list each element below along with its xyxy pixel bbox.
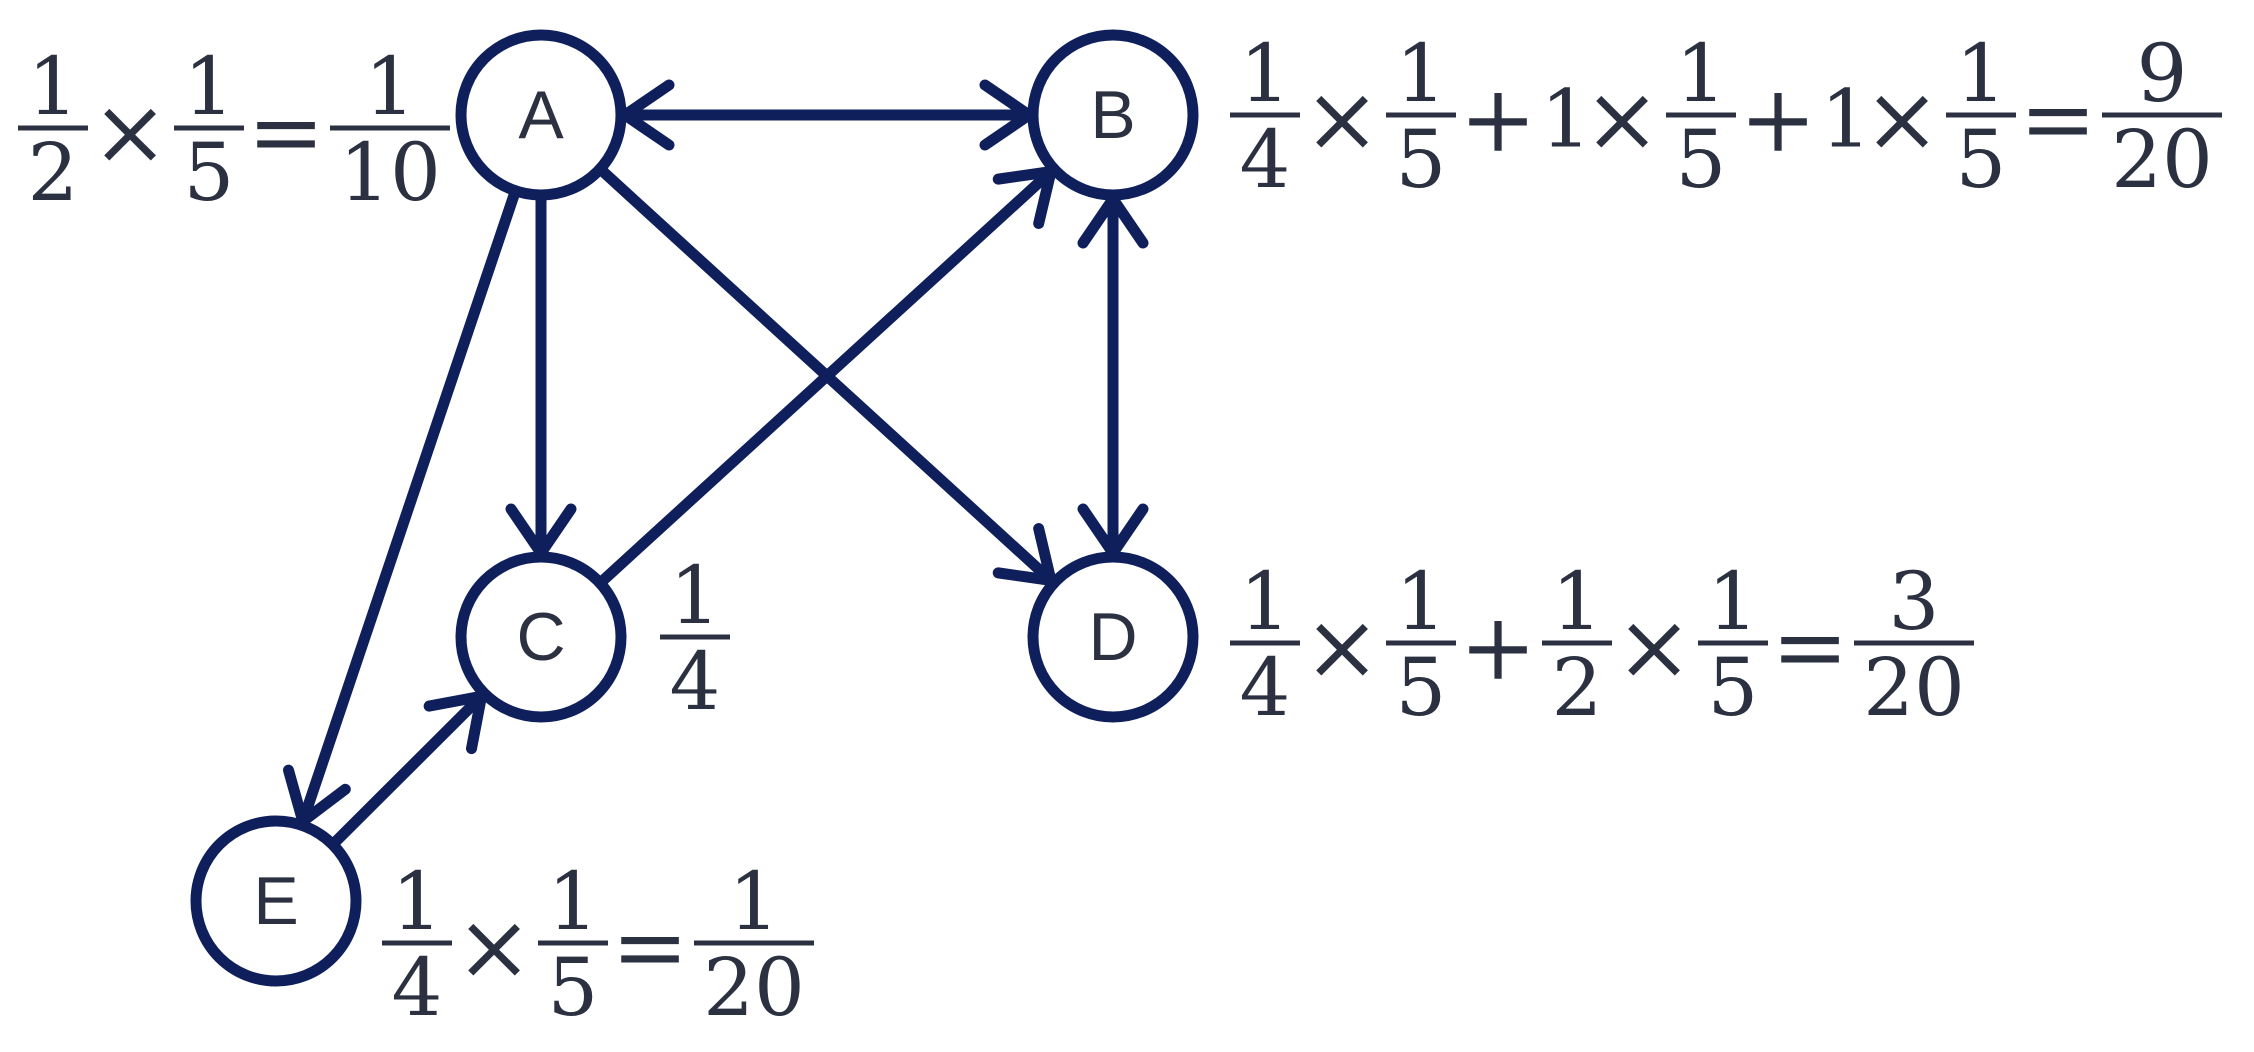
fraction-denominator: 4	[670, 635, 721, 728]
math-number: 1	[1541, 73, 1592, 166]
fraction-numerator: 1	[1708, 555, 1759, 648]
node-circle	[1027, 29, 1199, 201]
fraction-numerator: 1	[1240, 555, 1291, 648]
edge-a-c	[505, 193, 577, 559]
fraction-numerator: 9	[2137, 27, 2188, 120]
fraction-denominator: 5	[1396, 113, 1447, 206]
fraction-denominator: 20	[703, 941, 805, 1034]
fraction-denominator: 5	[548, 941, 599, 1034]
math-operator: =	[1771, 594, 1848, 701]
edge-line	[597, 166, 1057, 586]
math-operator: =	[611, 894, 688, 1001]
fraction-numerator: 1	[1956, 27, 2007, 120]
formula-node-a: 12×15=110	[18, 40, 450, 219]
node-circle	[455, 551, 627, 723]
math-operator: =	[247, 79, 324, 186]
fraction-numerator: 1	[28, 40, 79, 133]
math-operator: ×	[1303, 66, 1380, 173]
fraction-denominator: 4	[392, 941, 443, 1034]
fraction-denominator: 2	[28, 126, 79, 219]
node-circle	[455, 29, 627, 201]
math-operator: ×	[455, 894, 532, 1001]
fraction-numerator: 1	[1240, 27, 1291, 120]
node-d: D	[1027, 551, 1199, 723]
fraction-denominator: 2	[1552, 641, 1603, 734]
fraction-denominator: 4	[1240, 113, 1291, 206]
math-operator: +	[1459, 594, 1536, 701]
node-label: D	[1088, 599, 1137, 675]
edge-e-c	[330, 690, 487, 848]
node-label: C	[516, 599, 565, 675]
fraction-denominator: 4	[1240, 641, 1291, 734]
node-e: E	[190, 815, 362, 987]
edge-line	[297, 189, 520, 827]
formulas-layer: 12×15=11014×15+1×15+1×15=9201414×15+12×1…	[18, 27, 2222, 1034]
node-c: C	[455, 551, 627, 723]
fraction-numerator: 1	[1676, 27, 1727, 120]
fraction-denominator: 5	[1676, 113, 1727, 206]
fraction-numerator: 1	[1552, 555, 1603, 648]
fraction-denominator: 5	[1708, 641, 1759, 734]
fraction-numerator: 1	[548, 855, 599, 948]
math-operator: ×	[1863, 66, 1940, 173]
math-operator: +	[1739, 66, 1816, 173]
math-operator: =	[2019, 66, 2096, 173]
fraction-numerator: 1	[184, 40, 235, 133]
math-operator: ×	[1303, 594, 1380, 701]
fraction-denominator: 20	[2111, 113, 2213, 206]
fraction-numerator: 1	[365, 40, 416, 133]
fraction-denominator: 5	[1396, 641, 1447, 734]
math-operator: ×	[1615, 594, 1692, 701]
fraction-numerator: 1	[729, 855, 780, 948]
node-circle	[1027, 551, 1199, 723]
edge-b-d	[1077, 193, 1149, 559]
formula-node-e: 14×15=120	[382, 855, 814, 1034]
node-label: A	[518, 77, 564, 153]
node-circle	[190, 815, 362, 987]
math-operator: +	[1459, 66, 1536, 173]
nodes-layer: A B C D E	[190, 29, 1199, 987]
formula-node-c: 14	[660, 549, 730, 728]
node-b: B	[1027, 29, 1199, 201]
fraction-denominator: 5	[184, 126, 235, 219]
edge-line	[330, 690, 487, 848]
fraction-numerator: 1	[670, 549, 721, 642]
fraction-denominator: 5	[1956, 113, 2007, 206]
node-label: B	[1090, 77, 1135, 153]
node-label: E	[253, 863, 298, 939]
formula-node-d: 14×15+12×15=320	[1230, 555, 1974, 734]
fraction-numerator: 3	[1889, 555, 1940, 648]
fraction-numerator: 1	[392, 855, 443, 948]
node-a: A	[455, 29, 627, 201]
fraction-denominator: 20	[1863, 641, 1965, 734]
math-number: 1	[1821, 73, 1872, 166]
fraction-denominator: 10	[339, 126, 441, 219]
math-operator: ×	[1583, 66, 1660, 173]
edge-a-b	[619, 79, 1035, 151]
fraction-numerator: 1	[1396, 27, 1447, 120]
math-operator: ×	[91, 79, 168, 186]
formula-node-b: 14×15+1×15+1×15=920	[1230, 27, 2222, 206]
fraction-numerator: 1	[1396, 555, 1447, 648]
